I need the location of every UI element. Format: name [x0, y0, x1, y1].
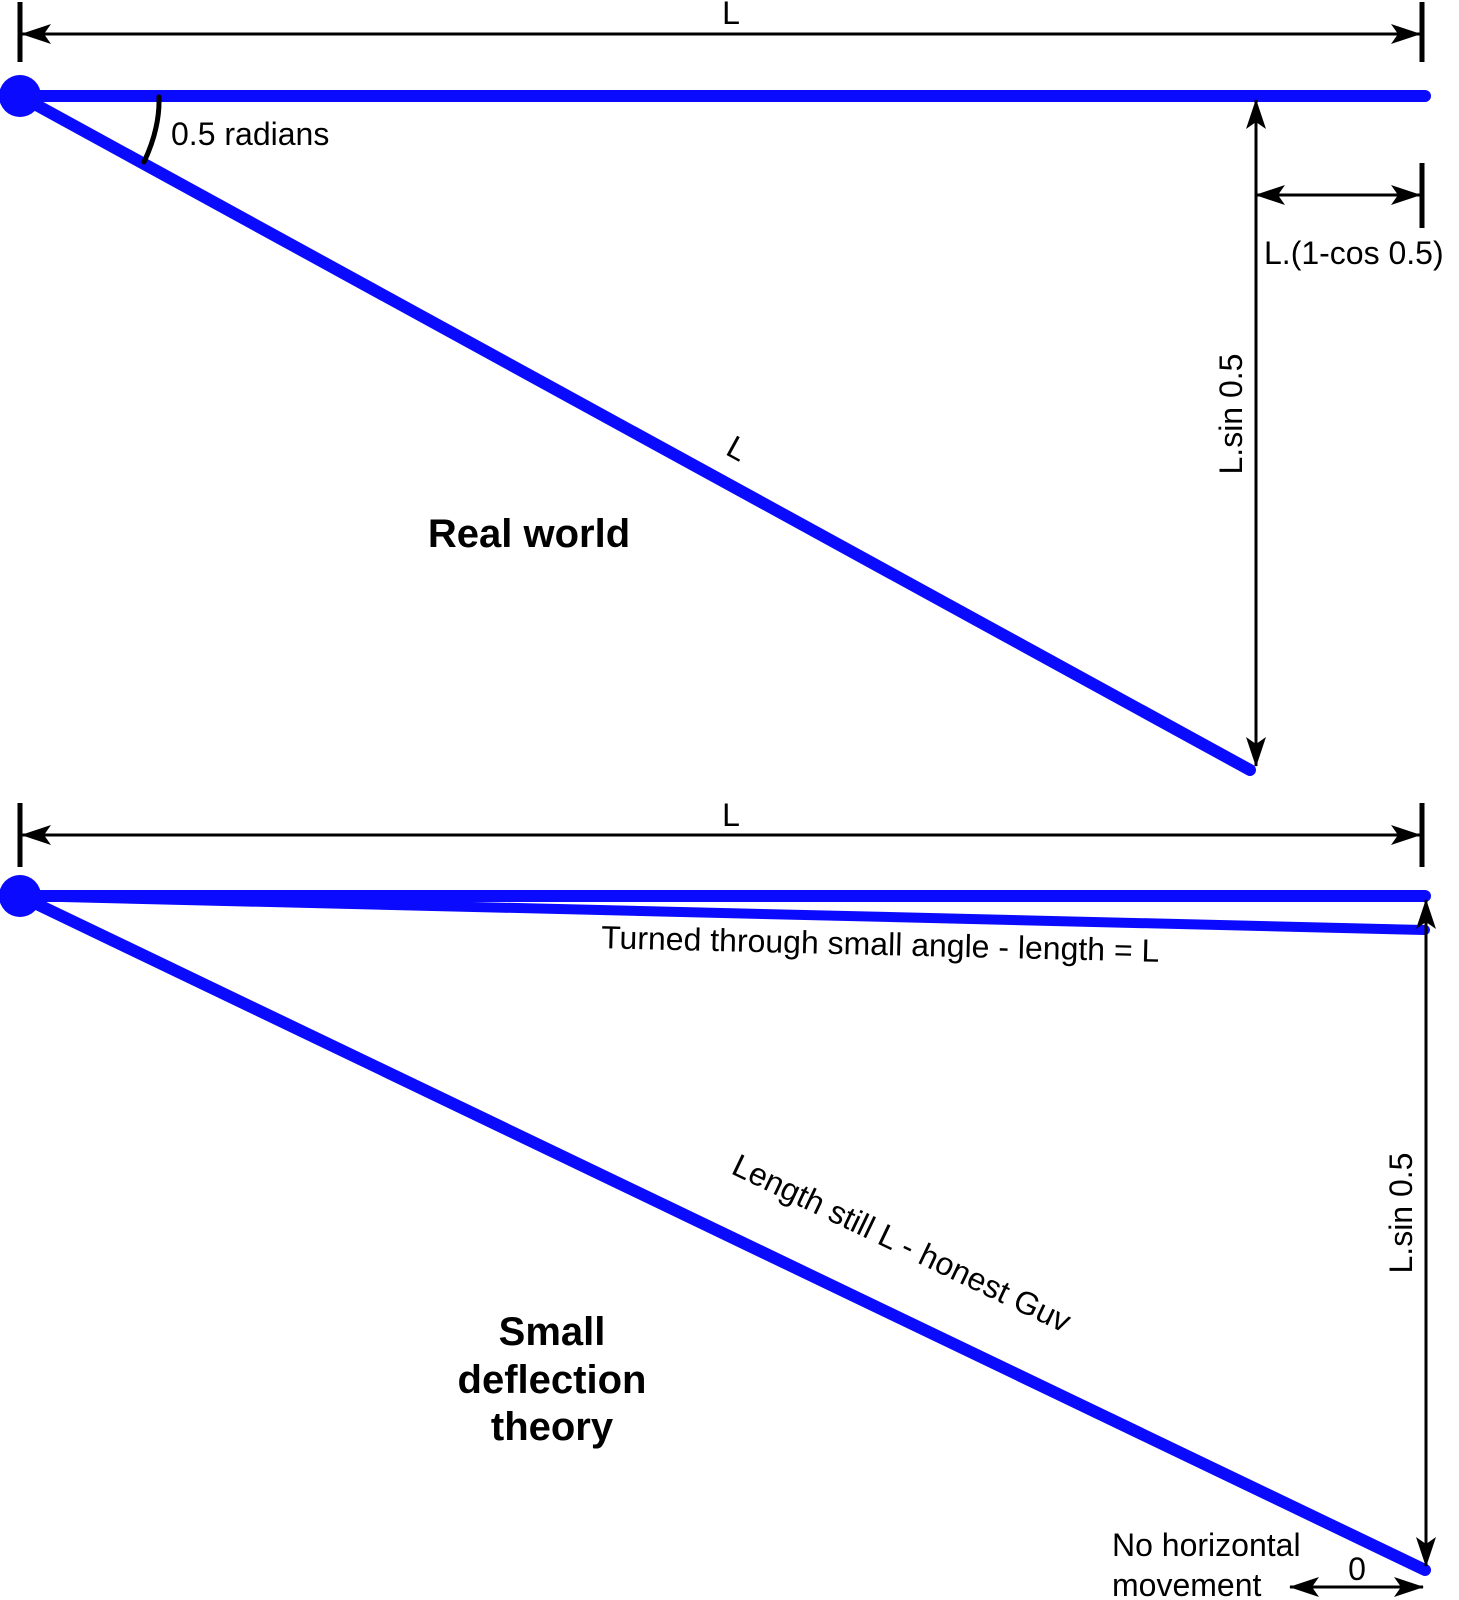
sd-pivot-point [0, 875, 41, 917]
small-deflection-title-line-2: deflection [458, 1358, 647, 1402]
horizontal-shortening-label: L.(1-cos 0.5) [1264, 235, 1444, 271]
small-deflection-title-line-1: Small [499, 1310, 606, 1354]
real-world-title: Real world [428, 512, 630, 556]
sd-rotated-member [14, 890, 1431, 1576]
member-length-label: L [721, 428, 754, 468]
bottom-length-label: L [722, 797, 740, 833]
pivot-point [0, 75, 41, 117]
vertical-drop-label: L.sin 0.5 [1213, 354, 1249, 475]
small-angle-label: Turned through small angle - length = L [601, 919, 1160, 969]
angle-label: 0.5 radians [171, 116, 329, 152]
sd-horizontal-movement-label: 0 [1348, 1551, 1366, 1587]
small-deflection-panel: L Turned through small angle - length = … [0, 797, 1436, 1600]
sd-vertical-drop-label: L.sin 0.5 [1383, 1153, 1419, 1274]
sd-small-angle-member [15, 891, 1430, 935]
angle-arc [141, 94, 162, 165]
small-deflection-title-line-3: theory [491, 1405, 614, 1449]
top-length-label: L [722, 0, 740, 31]
no-horizontal-movement-line-1: No horizontal [1112, 1527, 1301, 1563]
real-world-panel: L 0.5 radians L L.(1-cos 0.5) L.sin 0.5 … [0, 0, 1444, 776]
no-horizontal-movement-line-2: movement [1112, 1567, 1262, 1600]
rotated-member [14, 90, 1256, 776]
sd-member-label: Length still L - honest Guv [727, 1147, 1077, 1340]
